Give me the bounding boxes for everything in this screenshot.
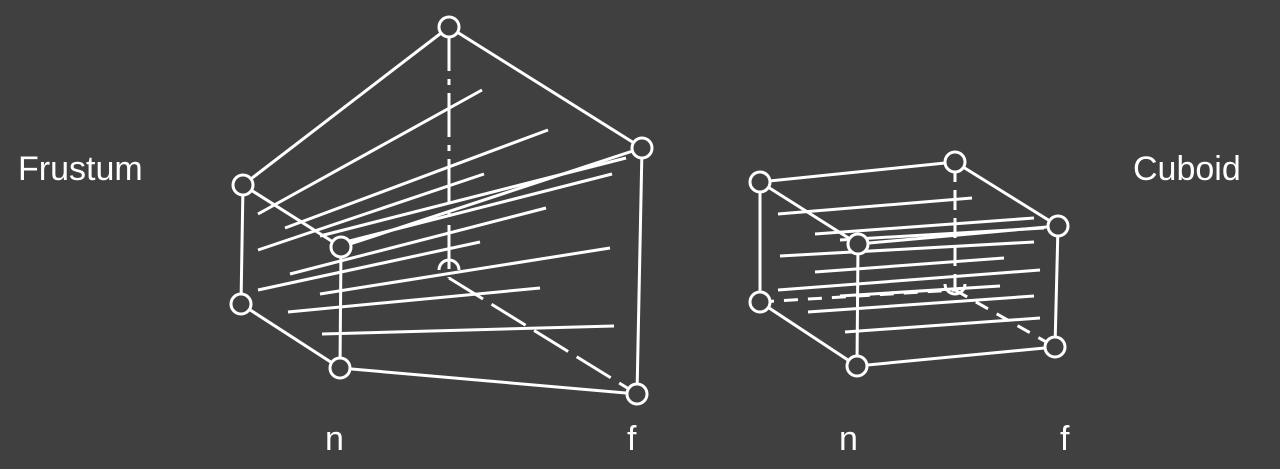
frustum-line xyxy=(321,324,615,336)
frustum-line xyxy=(257,240,481,292)
cuboid-vertex xyxy=(748,170,772,194)
cuboid-vertex xyxy=(748,290,772,314)
cuboid-edge xyxy=(759,160,956,184)
frustum-vertex xyxy=(437,15,461,39)
frustum-vertex xyxy=(328,356,352,380)
cuboid-edge xyxy=(954,160,1059,228)
frustum-vertex xyxy=(229,292,253,316)
cuboid-parallel-lines xyxy=(777,196,1045,334)
frustum-line xyxy=(289,206,547,276)
cuboid-vertex xyxy=(845,354,869,378)
cuboid-label: Cuboid xyxy=(1133,150,1241,188)
frustum-line xyxy=(257,88,483,216)
frustum-vertex xyxy=(329,235,353,259)
frustum-edge xyxy=(448,25,643,150)
cuboid-vertex xyxy=(943,150,967,174)
cuboid-line xyxy=(814,256,1005,274)
frustum-vertex xyxy=(625,382,649,406)
frustum-vertex xyxy=(630,136,654,160)
cuboid-vertex xyxy=(1046,214,1070,238)
frustum-line xyxy=(287,286,541,314)
frustum-parallel-lines xyxy=(257,88,627,336)
frustum-edge xyxy=(340,146,643,249)
frustum-vertex xyxy=(231,173,255,197)
cuboid-edge xyxy=(855,243,860,367)
frustum-edge xyxy=(240,302,341,370)
cuboid-edge xyxy=(759,180,859,246)
cuboid-hidden-edge-bottom xyxy=(954,288,1056,349)
cuboid-edge xyxy=(1053,225,1060,348)
frustum-edge xyxy=(242,25,450,187)
cuboid-line xyxy=(777,268,1041,292)
cuboid-vertex xyxy=(846,232,870,256)
cuboid-line xyxy=(779,240,1035,258)
frustum-line xyxy=(319,246,611,296)
cuboid-line xyxy=(814,216,1035,236)
cuboid-edge xyxy=(857,224,1059,246)
frustum-edge xyxy=(242,183,342,249)
frustum-edge xyxy=(239,184,245,305)
cuboid-edge xyxy=(759,300,858,368)
frustum-label: Frustum xyxy=(18,150,143,188)
cuboid-edge xyxy=(856,345,1056,368)
frustum-near-label: n xyxy=(325,420,344,458)
cuboid-line xyxy=(807,294,1035,314)
cuboid-shape xyxy=(748,150,1070,378)
frustum-axis-marker xyxy=(437,258,461,271)
frustum-edge xyxy=(339,366,638,396)
cuboid-far-label: f xyxy=(1060,420,1070,458)
frustum-far-label: f xyxy=(627,420,637,458)
frustum-line xyxy=(284,128,549,230)
frustum-edge xyxy=(338,246,343,369)
cuboid-line xyxy=(844,316,1041,334)
cuboid-line xyxy=(777,196,973,216)
cuboid-near-label: n xyxy=(839,420,858,458)
frustum-hidden-edge-diagonal xyxy=(448,276,638,396)
cuboid-vertex xyxy=(1043,335,1067,359)
frustum-edge xyxy=(635,147,644,395)
frustum-shape xyxy=(229,15,654,406)
cuboid-line xyxy=(839,284,1001,298)
frustum-line xyxy=(257,172,485,252)
